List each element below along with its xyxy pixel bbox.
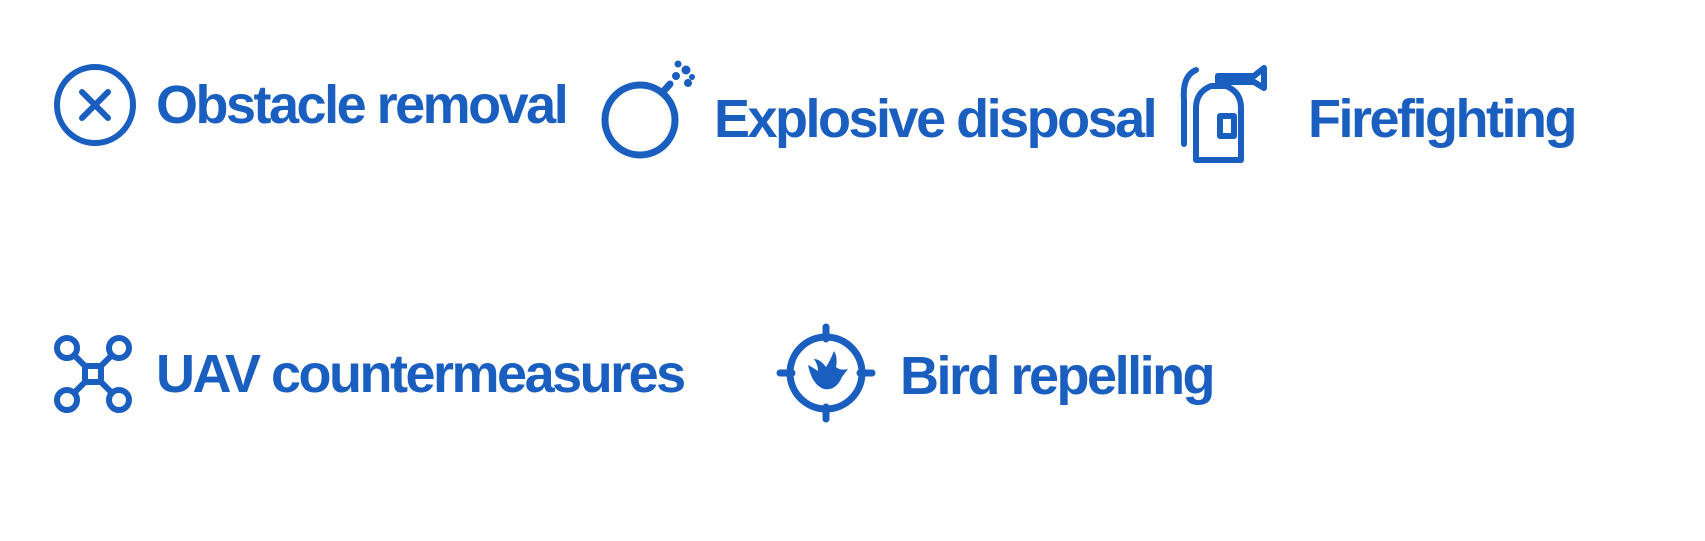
feature-firefighting: Firefighting [1178, 60, 1577, 164]
feature-uav-countermeasures: UAV countermeasures [52, 333, 686, 415]
feature-label: Explosive disposal [714, 89, 1158, 149]
bird-target-icon [776, 323, 876, 423]
bomb-icon [600, 60, 696, 164]
feature-label: Bird repelling [900, 346, 1216, 406]
feature-obstacle-removal: Obstacle removal [52, 62, 569, 148]
close-circle-icon [52, 62, 138, 148]
feature-label: Obstacle removal [156, 75, 569, 135]
feature-bird-repelling: Bird repelling [776, 323, 1216, 423]
fire-extinguisher-icon [1178, 60, 1270, 164]
feature-label: Firefighting [1308, 89, 1577, 149]
drone-icon [52, 333, 134, 415]
feature-label: UAV countermeasures [156, 344, 686, 404]
feature-explosive-disposal: Explosive disposal [600, 60, 1158, 164]
